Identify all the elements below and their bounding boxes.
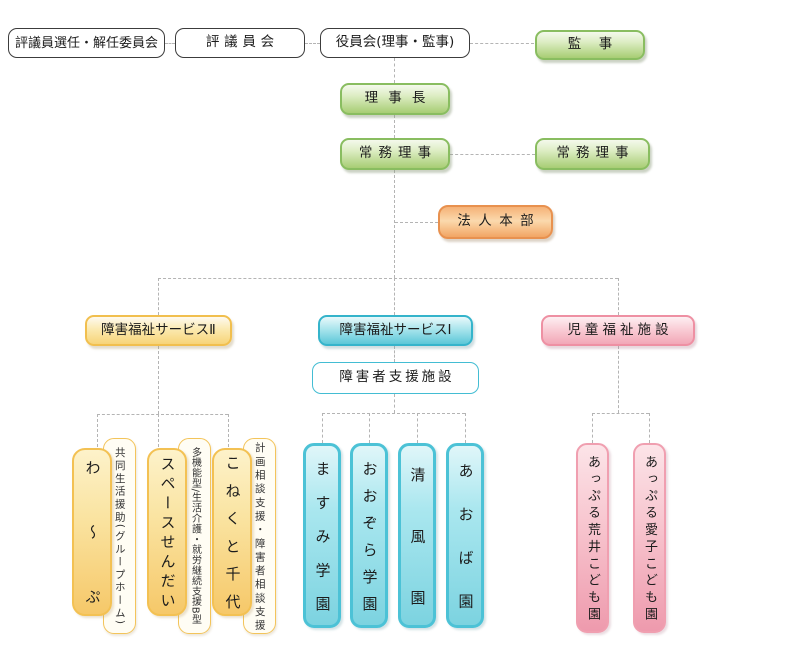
connector-md-md2 xyxy=(450,154,535,155)
connector-div2-down xyxy=(158,346,159,414)
connector-drop-masumi xyxy=(322,413,323,443)
connector-support-down xyxy=(394,394,395,413)
connector-drop-arai xyxy=(592,413,593,443)
connector-board-president xyxy=(394,58,395,83)
connector-drop-seifu xyxy=(417,413,418,443)
connector-div2-rail xyxy=(97,414,228,415)
managing-director-box: 常務理事 xyxy=(340,138,450,170)
connector-headquarters xyxy=(395,222,438,223)
connector-board-auditor xyxy=(470,43,534,44)
connector-div1-sub xyxy=(394,346,395,362)
connector-drop-div2 xyxy=(158,278,159,315)
connector-drop-space xyxy=(158,414,159,447)
auditor-box: 監事 xyxy=(535,30,645,60)
connector-drop-ayashi xyxy=(649,413,650,443)
connector-president-md xyxy=(394,115,395,138)
connector-drop-warp xyxy=(97,414,98,447)
connector-divisions-rail xyxy=(158,278,618,279)
support-facility-box: 障害者支援施設 xyxy=(312,362,479,394)
facility-space-sendai-box: スペースせんだい xyxy=(147,448,187,616)
connector-child-rail xyxy=(592,413,649,414)
division-disability1-header: 障害福祉サービスⅠ xyxy=(318,315,473,346)
facility-connect-chiyo-box: こねくと千代 xyxy=(212,448,252,622)
connector-md-down xyxy=(394,170,395,278)
connector-drop-oozora xyxy=(369,413,370,443)
facility-masumi-gakuen-box: ますみ学園 xyxy=(303,443,341,629)
facility-aobaen-box: あおば園 xyxy=(446,443,484,637)
officers-board-box: 役員会(理事・監事) xyxy=(320,28,470,58)
connector-child-down xyxy=(618,346,619,413)
connector-council-board xyxy=(305,43,320,44)
connector-drop-aoba xyxy=(465,413,466,443)
facility-warp-box: わ～ぷ xyxy=(72,448,112,650)
facility-oozora-gakuen-box: おおぞら学園 xyxy=(350,443,388,628)
division-child-welfare-header: 児童福祉施設 xyxy=(541,315,695,346)
connector-div1-rail xyxy=(322,413,465,414)
managing-director2-box: 常務理事 xyxy=(535,138,650,170)
facility-seifuen-box: 清風園 xyxy=(398,443,436,650)
president-box: 理事長 xyxy=(340,83,450,115)
connector-drop-connect xyxy=(228,414,229,447)
councilors-board-box: 評議員会 xyxy=(175,28,305,58)
division-disability2-header: 障害福祉サービスⅡ xyxy=(85,315,232,346)
facility-apple-arai-box: あっぷる荒井こども園 xyxy=(576,443,609,633)
facility-apple-ayashi-box: あっぷる愛子こども園 xyxy=(633,443,666,633)
connector-committee-council xyxy=(165,43,175,44)
selection-committee-box: 評議員選任・解任委員会 xyxy=(8,28,165,58)
connector-drop-child xyxy=(618,278,619,315)
headquarters-box: 法人本部 xyxy=(438,205,553,239)
connector-drop-div1 xyxy=(394,278,395,315)
